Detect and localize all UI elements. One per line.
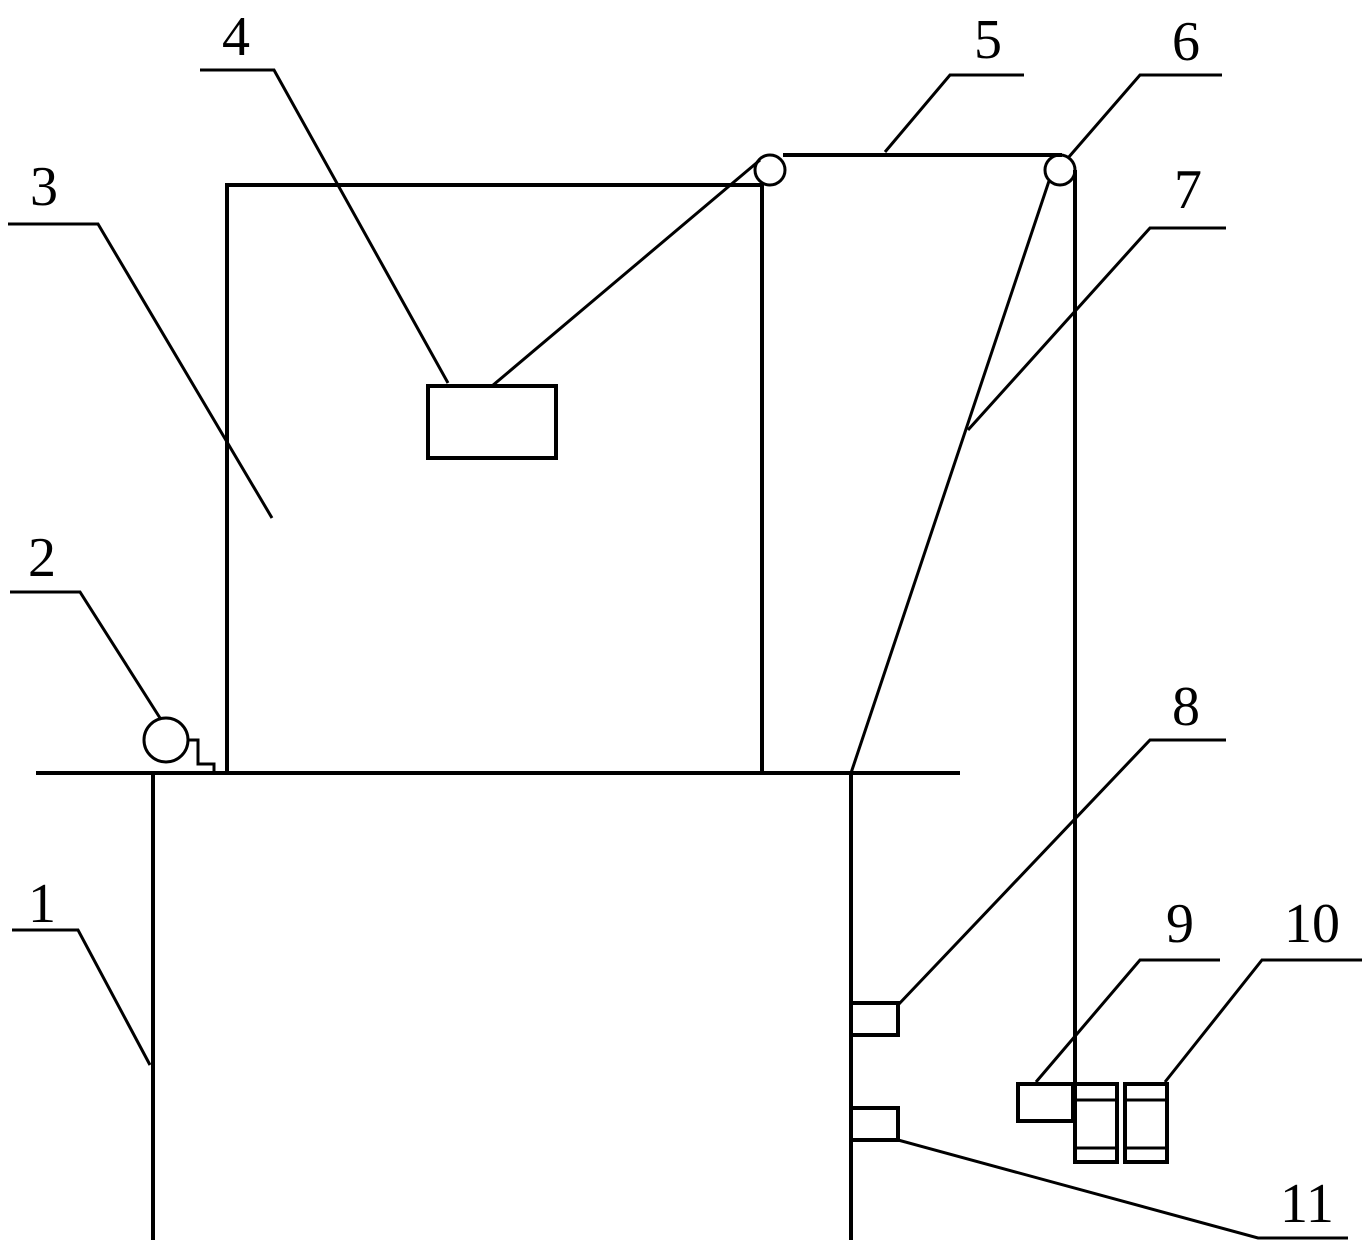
label-6: 6 — [1172, 11, 1200, 73]
small-box — [1016, 1082, 1075, 1123]
label-10: 10 — [1284, 893, 1340, 955]
lower-block — [853, 1106, 900, 1142]
label-7: 7 — [1174, 159, 1202, 221]
frame — [225, 183, 764, 775]
label-2: 2 — [28, 527, 56, 589]
weight-left — [1073, 1082, 1119, 1164]
label-3: 3 — [30, 156, 58, 218]
cable-box-to-pulley — [491, 158, 761, 388]
label-8: 8 — [1172, 676, 1200, 738]
pulley-a — [753, 153, 787, 187]
label-1: 1 — [28, 873, 56, 935]
weight-right — [1123, 1082, 1169, 1164]
label-11: 11 — [1280, 1173, 1334, 1235]
box — [426, 384, 558, 460]
label-4: 4 — [222, 6, 250, 68]
diagonal-cable — [849, 180, 1051, 774]
label-9: 9 — [1166, 893, 1194, 955]
pulley-b — [1043, 153, 1077, 187]
roller-assembly — [142, 716, 216, 773]
leader-lines — [8, 68, 1362, 1240]
label-5: 5 — [974, 9, 1002, 71]
upper-block — [853, 1001, 900, 1037]
